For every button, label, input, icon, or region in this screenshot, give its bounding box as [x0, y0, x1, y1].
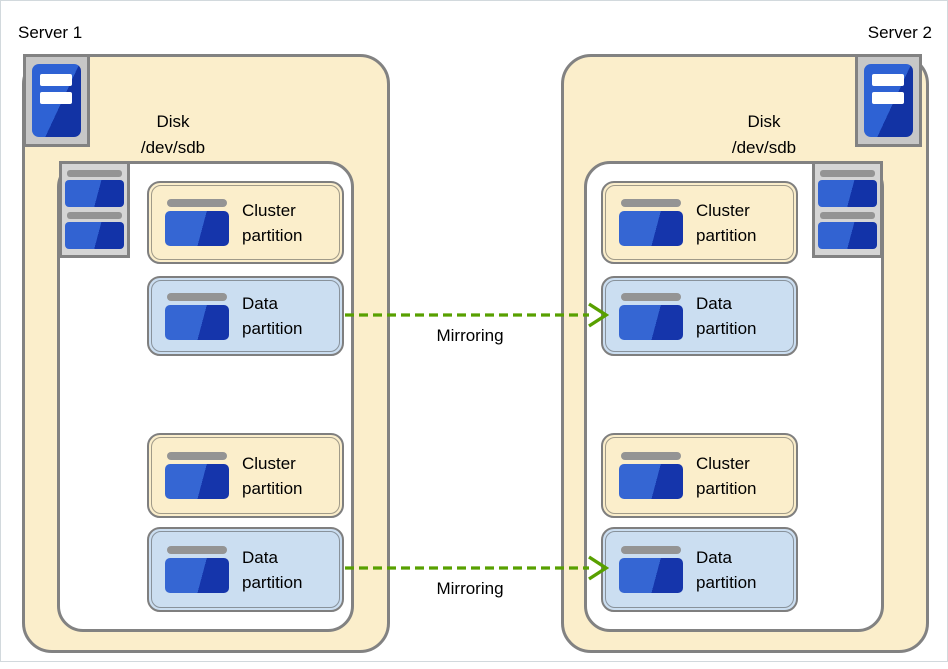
server-tower-icon	[864, 64, 913, 137]
mirroring-label: Mirroring	[436, 579, 504, 598]
server-icon	[855, 54, 922, 147]
server1-disk-title: Disk /dev/sdb	[93, 109, 253, 161]
disk-label: Disk	[747, 112, 781, 131]
data-partition-box: Data partition	[147, 527, 344, 612]
data-partition-box: Data partition	[601, 276, 798, 356]
partition-label: Cluster partition	[242, 453, 303, 498]
mirroring-arrow	[345, 555, 609, 581]
partition-disk-icon	[165, 292, 229, 340]
server1-label: Server 1	[18, 23, 83, 42]
disk-device: /dev/sdb	[140, 138, 206, 157]
partition-disk-icon	[165, 546, 229, 593]
disk-icon	[59, 161, 130, 258]
cluster-partition-box: Cluster partition	[601, 181, 798, 264]
disk-icon	[812, 161, 883, 258]
partition-label: Data partition	[696, 547, 757, 592]
cluster-partition-box: Cluster partition	[601, 433, 798, 518]
cluster-partition-box: Cluster partition	[147, 181, 344, 264]
disk-label: Disk	[156, 112, 190, 131]
server2-disk-title: Disk /dev/sdb	[684, 109, 844, 161]
partition-disk-icon	[619, 452, 683, 499]
partition-label: Data partition	[242, 294, 303, 338]
partition-disk-icon	[619, 199, 683, 246]
partition-disk-icon	[165, 452, 229, 499]
data-partition-box: Data partition	[601, 527, 798, 612]
cluster-partition-box: Cluster partition	[147, 433, 344, 518]
partition-label: Cluster partition	[242, 200, 303, 245]
partition-label: Data partition	[696, 294, 757, 338]
partition-label: Cluster partition	[696, 453, 757, 498]
server-tower-icon	[32, 64, 81, 137]
partition-disk-icon	[619, 292, 683, 340]
partition-disk-icon	[165, 199, 229, 246]
partition-label: Cluster partition	[696, 200, 757, 245]
mirroring-arrow	[345, 302, 609, 328]
partition-disk-icon	[619, 546, 683, 593]
data-partition-box: Data partition	[147, 276, 344, 356]
mirroring-label: Mirroring	[436, 326, 504, 345]
server-icon	[23, 54, 90, 147]
disk-device: /dev/sdb	[731, 138, 797, 157]
server2-label: Server 2	[867, 23, 932, 42]
partition-label: Data partition	[242, 547, 303, 592]
